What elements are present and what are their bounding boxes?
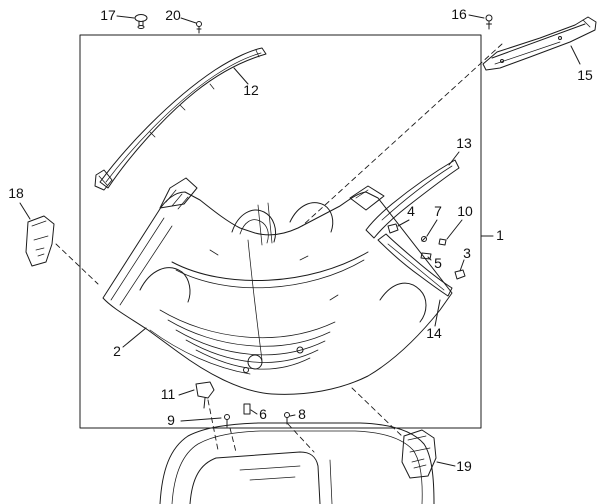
callout-14: 14 xyxy=(426,325,442,341)
callout-7: 7 xyxy=(434,203,442,219)
callout-13: 13 xyxy=(456,135,472,151)
screw-8-drawing xyxy=(284,412,290,425)
callout-17: 17 xyxy=(100,7,116,23)
callout-4: 4 xyxy=(407,203,415,219)
clip-fastener-17-drawing xyxy=(134,14,148,29)
rail-12-drawing xyxy=(94,47,267,191)
bracket-11-drawing xyxy=(195,381,215,409)
bracket-19-drawing xyxy=(401,429,437,479)
callout-16: 16 xyxy=(451,6,467,22)
vehicle-body-drawing xyxy=(159,422,435,504)
callout-8: 8 xyxy=(298,406,306,422)
callout-5: 5 xyxy=(434,255,442,271)
callout-11: 11 xyxy=(161,386,176,402)
callout-2: 2 xyxy=(113,343,121,359)
callout-19: 19 xyxy=(456,458,472,474)
fastener-6-drawing xyxy=(243,403,251,415)
assembly-dashed-lines xyxy=(55,43,503,453)
rail-13-14-drawing xyxy=(365,159,460,297)
bracket-18-drawing xyxy=(25,215,55,267)
callout-20: 20 xyxy=(165,7,181,23)
diagram-frame xyxy=(79,34,482,429)
callout-6: 6 xyxy=(259,406,267,422)
fastener-10-drawing xyxy=(438,238,447,246)
diagram-line-art xyxy=(19,14,597,504)
floor-panel-drawing xyxy=(102,177,453,395)
screw-16-drawing xyxy=(485,14,493,30)
fastener-4-drawing xyxy=(387,223,399,234)
callout-18: 18 xyxy=(8,185,24,201)
callout-1: 1 xyxy=(496,227,504,243)
callout-labels: 17 20 16 15 12 13 18 4 7 10 1 5 3 2 14 1… xyxy=(8,6,593,474)
screw-20-drawing xyxy=(196,21,202,34)
leader-lines xyxy=(19,14,581,467)
callout-9: 9 xyxy=(167,412,175,428)
callout-3: 3 xyxy=(463,245,471,261)
callout-12: 12 xyxy=(243,82,259,98)
callout-10: 10 xyxy=(457,203,473,219)
rail-15-drawing xyxy=(482,16,597,71)
callout-15: 15 xyxy=(577,67,593,83)
fastener-7-drawing xyxy=(421,236,427,242)
